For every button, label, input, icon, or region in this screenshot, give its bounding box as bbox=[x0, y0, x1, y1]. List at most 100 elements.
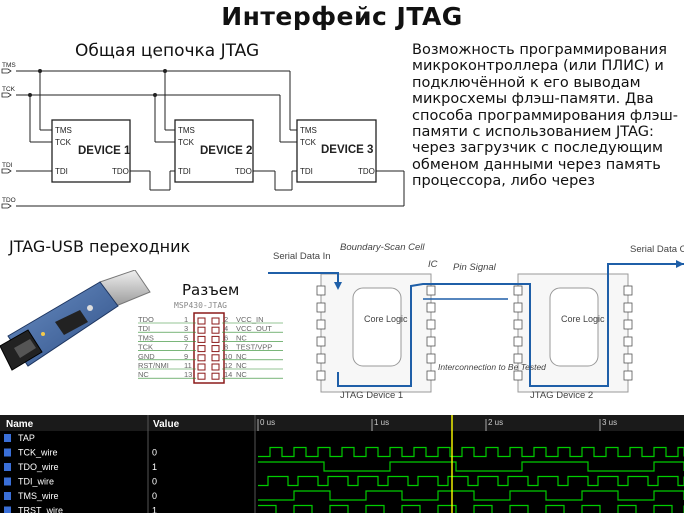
boundary-scan-cell bbox=[316, 336, 326, 347]
pin-right-name: NC bbox=[236, 361, 247, 370]
boundary-scan-cell bbox=[316, 285, 326, 296]
signal-value: 1 bbox=[152, 506, 157, 513]
signal-trace bbox=[258, 461, 684, 472]
serial-in-label: Serial Data In bbox=[273, 251, 331, 262]
description-text: Возможность программирования микроконтро… bbox=[412, 42, 679, 190]
signal-trace bbox=[258, 446, 684, 458]
svg-text:TDI: TDI bbox=[178, 167, 191, 176]
pin-left-num: 1 bbox=[184, 315, 188, 324]
signal-name[interactable]: TAP bbox=[18, 433, 35, 443]
signal-name[interactable]: TMS_wire bbox=[18, 491, 59, 501]
core-logic-2: Core Logic bbox=[561, 314, 605, 324]
boundary-scan-cell bbox=[623, 336, 633, 347]
pin-signal-label: Pin Signal bbox=[453, 262, 497, 273]
boundary-scan-cell bbox=[513, 353, 523, 364]
pin-right-pad bbox=[211, 354, 220, 362]
device-2: TMS TCK TDI TDO DEVICE 2 bbox=[178, 126, 252, 176]
signal-name[interactable]: TRST_wire bbox=[18, 506, 63, 513]
pin-right-num: 12 bbox=[224, 361, 232, 370]
device-2-label: JTAG Device 2 bbox=[530, 390, 593, 401]
tms-bus-label: TMS bbox=[2, 62, 16, 69]
pin-left-name: RST/NMI bbox=[138, 361, 169, 370]
svg-text:TDI: TDI bbox=[300, 167, 313, 176]
connector-header: MSP430-JTAG bbox=[174, 301, 227, 310]
signal-name[interactable]: TDI_wire bbox=[18, 477, 54, 487]
boundary-scan-cell bbox=[513, 285, 523, 296]
pin-right-num: 10 bbox=[224, 352, 232, 361]
pin-left-num: 11 bbox=[184, 361, 192, 370]
pin-right-name: VCC_IN bbox=[236, 315, 264, 324]
pin-left-pad bbox=[197, 317, 206, 325]
signal-trace bbox=[258, 475, 684, 487]
ic-label: IC bbox=[428, 259, 438, 270]
boundary-scan-cell bbox=[316, 353, 326, 364]
pin-right-pad bbox=[211, 317, 220, 325]
pin-right-name: NC bbox=[236, 370, 247, 379]
serial-out-label: Serial Data Out bbox=[630, 244, 684, 255]
pin-right-num: 8 bbox=[224, 343, 228, 352]
svg-text:TMS: TMS bbox=[55, 126, 72, 135]
boundary-scan-cell bbox=[513, 302, 523, 313]
pin-right-pad bbox=[211, 335, 220, 343]
signal-icon bbox=[4, 492, 11, 500]
svg-text:TCK: TCK bbox=[300, 138, 317, 147]
svg-text:TDO: TDO bbox=[235, 167, 252, 176]
pin-right-name: VCC_OUT bbox=[236, 324, 272, 333]
signal-icon bbox=[4, 506, 11, 513]
svg-text:TMS: TMS bbox=[300, 126, 317, 135]
signal-icon bbox=[4, 448, 11, 457]
boundary-scan-cell bbox=[513, 319, 523, 330]
boundary-scan-cell bbox=[513, 370, 523, 381]
pin-left-num: 3 bbox=[184, 324, 188, 333]
pin-left-num: 9 bbox=[184, 352, 188, 361]
pin-right-num: 6 bbox=[224, 333, 228, 342]
device-3: TMS TCK TDI TDO DEVICE 3 bbox=[300, 126, 375, 176]
signal-name[interactable]: TDO_wire bbox=[18, 462, 59, 472]
boundary-scan-cell bbox=[623, 285, 633, 296]
signal-name[interactable]: TCK_wire bbox=[18, 448, 58, 458]
boundary-scan-cell bbox=[623, 319, 633, 330]
pin-left-name: GND bbox=[138, 352, 155, 361]
signal-trace bbox=[258, 490, 684, 501]
core-logic-1: Core Logic bbox=[364, 314, 408, 324]
signal-value: 0 bbox=[152, 491, 157, 501]
tdo-bus-label: TDO bbox=[2, 197, 16, 204]
pin-left-pad bbox=[197, 326, 206, 334]
pin-left-name: TMS bbox=[138, 333, 154, 342]
device-1-name: DEVICE 1 bbox=[78, 145, 131, 157]
name-column-header: Name bbox=[6, 419, 34, 430]
pin-left-name: TDI bbox=[138, 324, 150, 333]
boundary-scan-cell bbox=[426, 336, 436, 347]
pin-left-pad bbox=[197, 354, 206, 362]
pin-right-pad bbox=[211, 363, 220, 371]
pin-right-name: NC bbox=[236, 333, 247, 342]
interconnect-label: Interconnection to Be Tested bbox=[438, 362, 546, 372]
value-column-header: Value bbox=[153, 419, 180, 430]
boundary-scan-cell bbox=[316, 319, 326, 330]
boundary-scan-cell bbox=[426, 302, 436, 313]
boundary-scan-cell bbox=[316, 302, 326, 313]
boundary-scan-cell bbox=[623, 353, 633, 364]
tck-bus-label: TCK bbox=[2, 86, 16, 93]
time-tick-label: 2 us bbox=[488, 418, 503, 427]
time-tick-label: 3 us bbox=[602, 418, 617, 427]
svg-text:TDO: TDO bbox=[358, 167, 375, 176]
svg-text:TCK: TCK bbox=[178, 138, 195, 147]
pin-left-pad bbox=[197, 345, 206, 353]
signal-trace bbox=[258, 504, 684, 513]
boundary-scan-cell bbox=[623, 370, 633, 381]
pin-left-num: 13 bbox=[184, 370, 192, 379]
pin-left-num: 7 bbox=[184, 343, 188, 352]
connector-label: Разъем bbox=[182, 281, 240, 299]
device-1: TMS TCK TDI TDO DEVICE 1 bbox=[55, 126, 131, 176]
pin-right-name: NC bbox=[236, 352, 247, 361]
boundary-scan-cell bbox=[426, 285, 436, 296]
signal-value: 1 bbox=[152, 462, 157, 472]
signal-icon bbox=[4, 434, 11, 442]
svg-text:TDO: TDO bbox=[112, 167, 129, 176]
svg-text:TCK: TCK bbox=[55, 138, 72, 147]
boundary-scan-cell bbox=[623, 302, 633, 313]
pin-left-name: NC bbox=[138, 370, 149, 379]
pin-left-pad bbox=[197, 363, 206, 371]
